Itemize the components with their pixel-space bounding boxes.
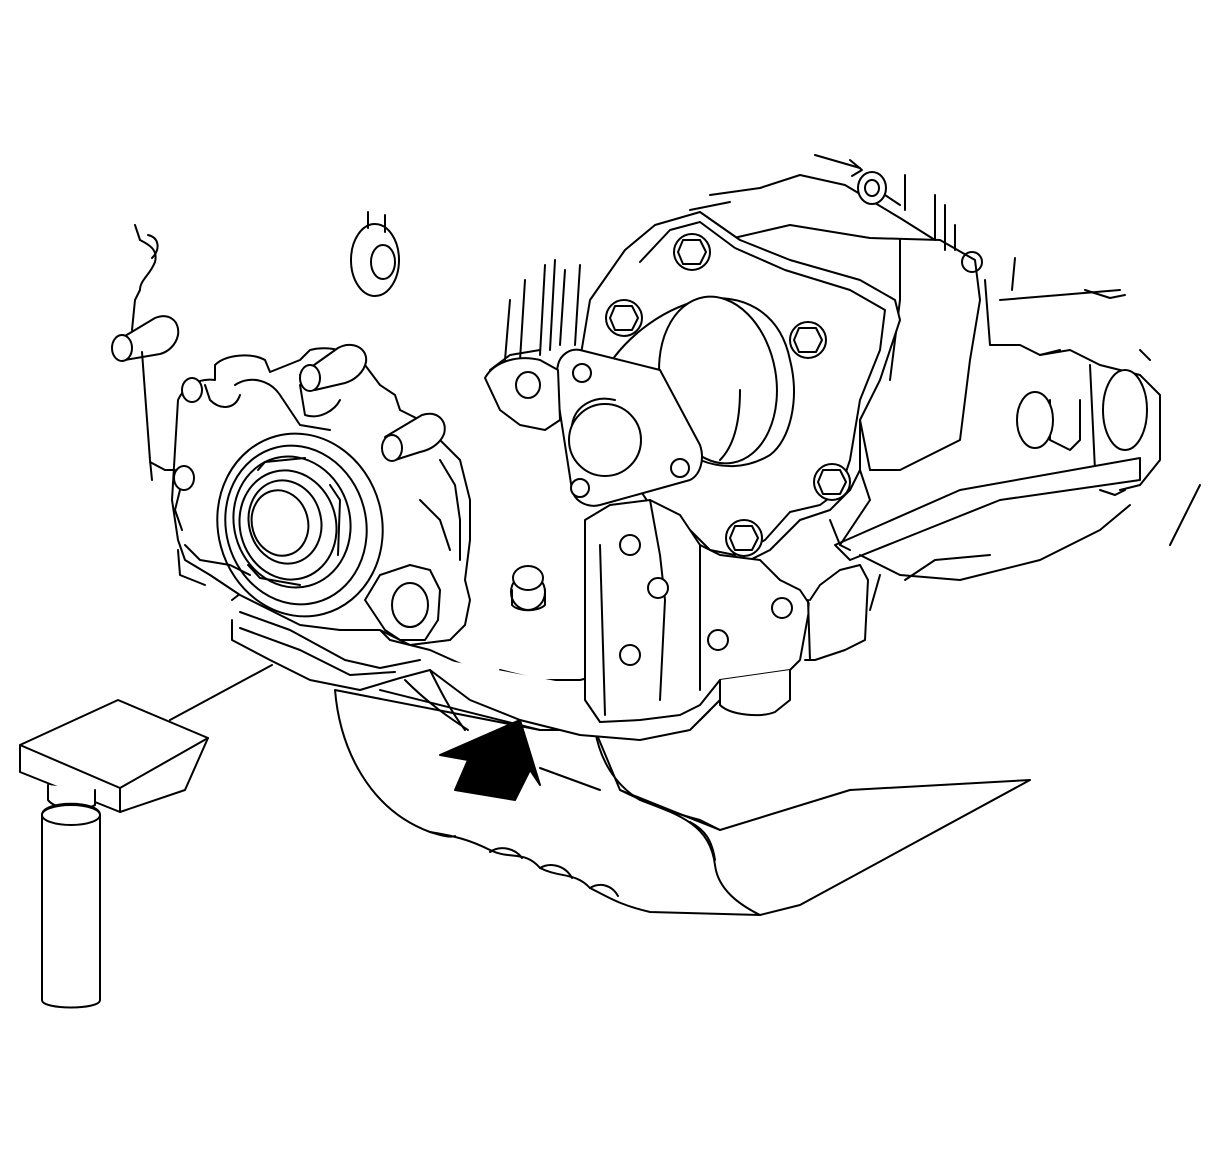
flange-bolt: [789, 321, 827, 359]
pump-bolt-boss: [381, 412, 446, 462]
flange-bolt: [673, 233, 711, 271]
flange-bolt: [725, 519, 763, 557]
flange-bolt: [605, 299, 643, 337]
oil-pump-housing: [111, 211, 471, 646]
flange-bolt: [813, 463, 851, 501]
mounting-stud: [350, 223, 400, 297]
lift-jack: [19, 664, 273, 1009]
pump-bolt-boss: [173, 377, 203, 491]
pump-bolt-boss: [299, 343, 368, 392]
jack-leader-line: [169, 664, 273, 721]
mounting-stud: [111, 315, 180, 362]
direction-arrow: [439, 719, 541, 801]
transfer-case-flange: [484, 211, 901, 723]
